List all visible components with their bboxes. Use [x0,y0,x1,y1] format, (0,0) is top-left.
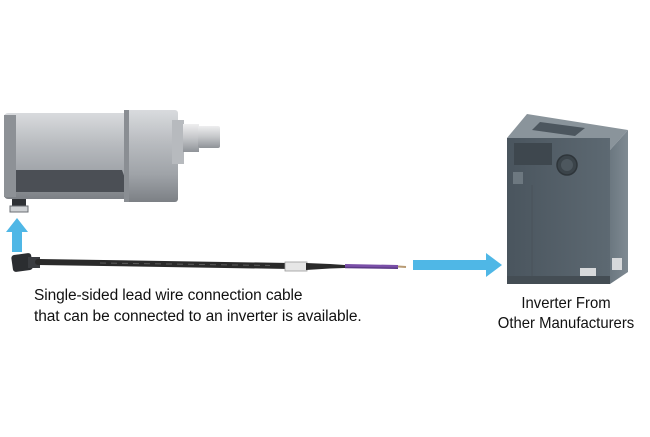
gearmotor-image [4,110,220,213]
cable-caption: Single-sided lead wire connection cable … [34,285,434,327]
inverter-label-line-2: Other Manufacturers [497,315,635,332]
inverter-label: Inverter From Other Manufacturers [475,294,650,334]
caption-line-2: that can be connected to an inverter is … [34,308,362,325]
inverter-label-line-1: Inverter From [521,295,611,312]
inverter-image [507,114,628,284]
cable-image [11,253,407,272]
caption-line-1: Single-sided lead wire connection cable [34,287,303,304]
arrow-right-icon [413,253,502,277]
arrow-up-icon [6,218,28,252]
